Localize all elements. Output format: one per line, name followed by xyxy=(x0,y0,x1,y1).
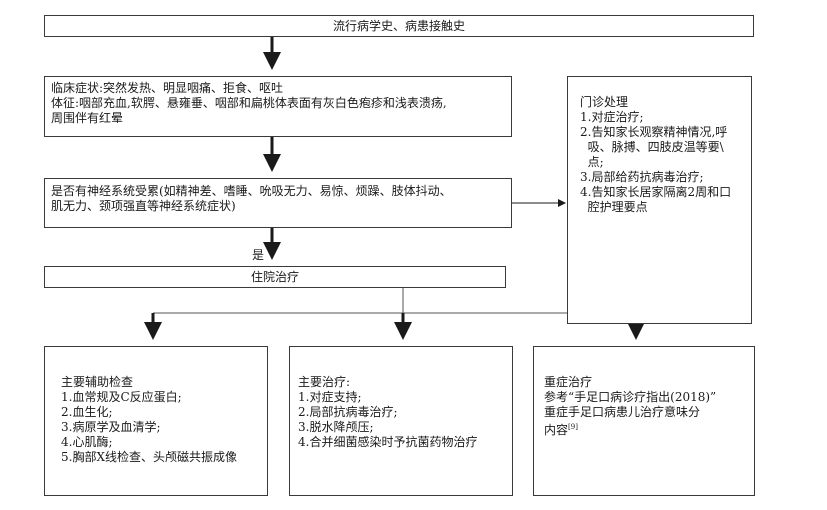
auxiliary-tests-box: 主要辅助检查 1.血常规及C反应蛋白; 2.血生化; 3.病原学及血清学; 4.… xyxy=(44,346,268,496)
outpatient-item: 2.告知家长观察精神情况,呼 xyxy=(580,125,728,139)
tests-item: 1.血常规及C反应蛋白; xyxy=(61,390,182,404)
outpatient-item-cont: 点; xyxy=(580,155,604,169)
severe-reference-line-end: 内容[9] xyxy=(544,420,748,438)
hospitalization-text: 住院治疗 xyxy=(250,270,299,284)
outpatient-title: 门诊处理 xyxy=(580,95,629,109)
outpatient-item: 3.局部给药抗病毒治疗; xyxy=(580,170,704,184)
hospitalization-box: 住院治疗 xyxy=(44,266,506,288)
outpatient-item-cont: 吸、脉搏、四肢皮温等要\ xyxy=(580,140,724,154)
clinical-symptoms-box: 临床症状:突然发热、明显咽痛、拒食、呕吐 体征:咽部充血,软腭、悬雍垂、咽部和扁… xyxy=(44,76,512,137)
severe-title: 重症治疗 xyxy=(544,375,593,389)
citation-ref: [9] xyxy=(568,423,578,431)
yes-branch-label: 是 xyxy=(252,248,265,262)
tests-item: 5.胸部X线检查、头颅磁共振成像 xyxy=(61,450,237,464)
treatment-item: 4.合并细菌感染时予抗菌药物治疗 xyxy=(298,435,478,449)
outpatient-item-cont: 腔护理要点 xyxy=(580,200,648,214)
severe-reference-text: 内容 xyxy=(544,423,569,437)
outpatient-management-box: 门诊处理 1.对症治疗; 2.告知家长观察精神情况,呼 吸、脉搏、四肢皮温等要\… xyxy=(567,76,752,324)
epidemiology-history-text: 流行病学史、病患接触史 xyxy=(332,19,465,33)
severe-treatment-box: 重症治疗 参考“手足口病诊疗指出(2018)” 重症手足口病患儿治疗意味分 内容… xyxy=(533,346,755,496)
signs-line: 体征:咽部充血,软腭、悬雍垂、咽部和扁桃体表面有灰白色疱疹和浅表溃疡, xyxy=(51,96,447,110)
symptoms-line: 临床症状:突然发热、明显咽痛、拒食、呕吐 xyxy=(51,81,284,95)
epidemiology-history-box: 流行病学史、病患接触史 xyxy=(44,15,754,37)
neuro-question-line: 是否有神经系统受累(如精神差、嗜睡、吮吸无力、易惊、烦躁、肢体抖动、 xyxy=(51,184,452,198)
treatment-item: 2.局部抗病毒治疗; xyxy=(298,405,398,419)
tests-title: 主要辅助检查 xyxy=(61,375,134,389)
signs-line-cont: 周围伴有红晕 xyxy=(51,111,124,125)
main-treatment-box: 主要治疗: 1.对症支持; 2.局部抗病毒治疗; 3.脱水降颅压; 4.合并细菌… xyxy=(289,346,513,496)
outpatient-item: 1.对症治疗; xyxy=(580,110,644,124)
neuro-involvement-box: 是否有神经系统受累(如精神差、嗜睡、吮吸无力、易惊、烦躁、肢体抖动、 肌无力、颈… xyxy=(44,178,512,228)
treatment-item: 3.脱水降颅压; xyxy=(298,420,374,434)
outpatient-item: 4.告知家长居家隔离2周和口 xyxy=(580,185,732,199)
tests-item: 3.病原学及血清学; xyxy=(61,420,161,434)
tests-item: 4.心肌酶; xyxy=(61,435,113,449)
tests-item: 2.血生化; xyxy=(61,405,113,419)
severe-reference-line: 参考“手足口病诊疗指出(2018)” xyxy=(544,390,717,404)
treatment-item: 1.对症支持; xyxy=(298,390,362,404)
severe-reference-line-cont: 重症手足口病患儿治疗意味分 xyxy=(544,405,701,419)
neuro-question-line-cont: 肌无力、颈项强直等神经系统症状) xyxy=(51,199,236,213)
treatment-title: 主要治疗: xyxy=(298,375,351,389)
